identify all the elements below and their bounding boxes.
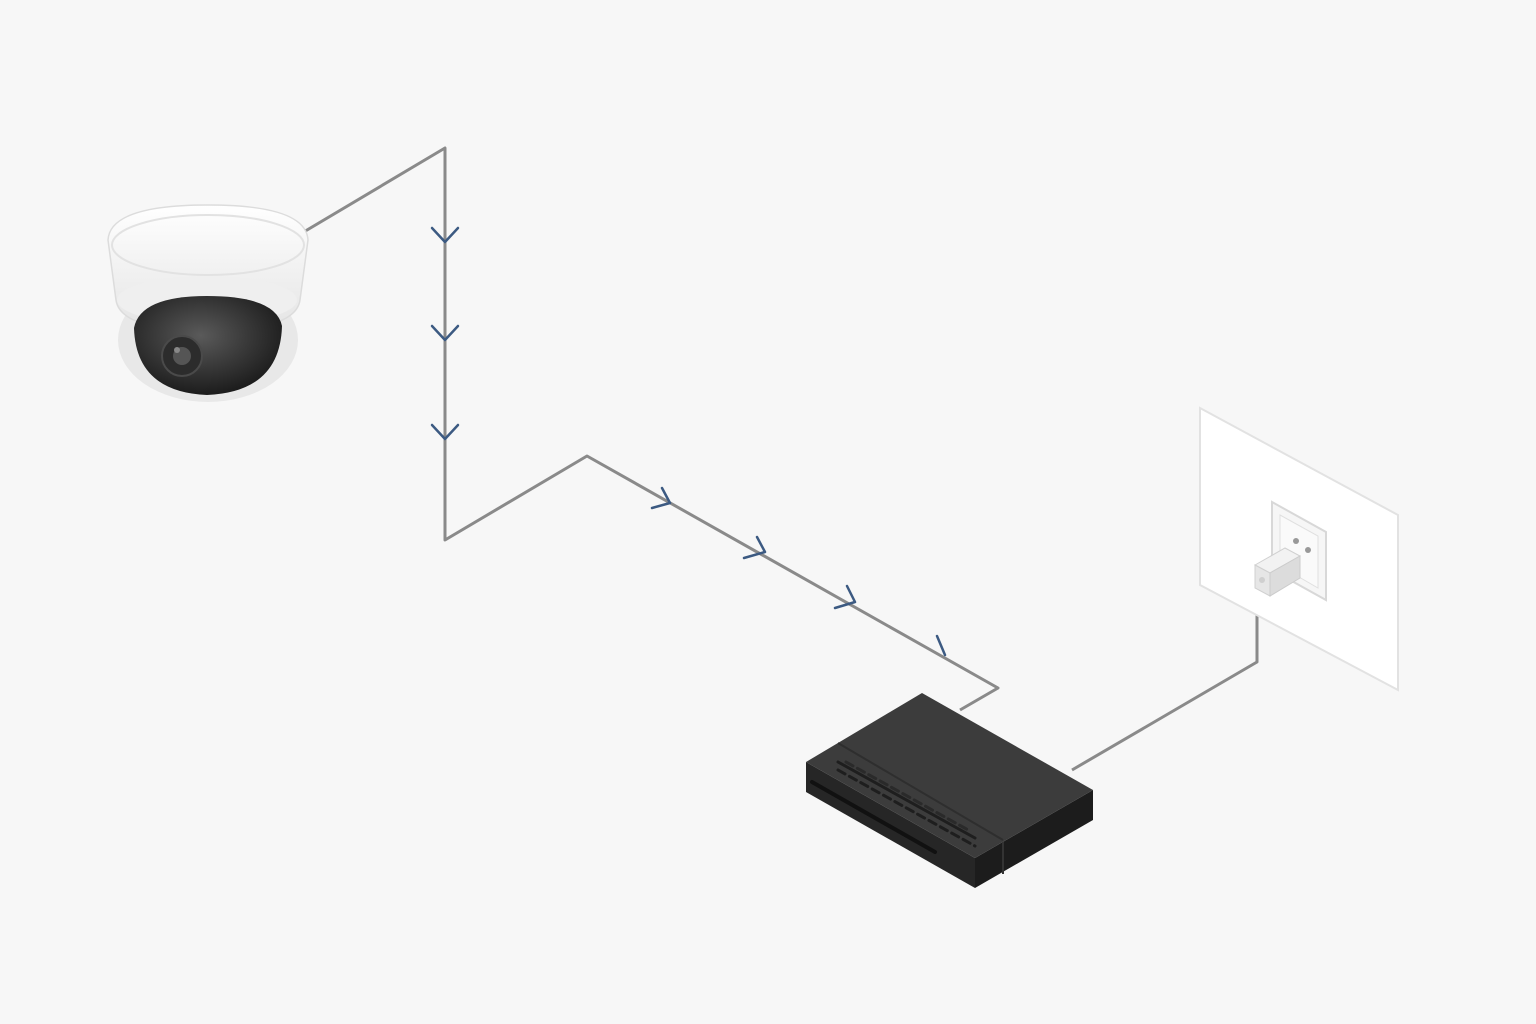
flow-arrows	[430, 226, 947, 657]
dome-camera-icon[interactable]	[107, 204, 309, 402]
vent-slots	[836, 760, 977, 848]
arrow-down-icon	[430, 324, 460, 342]
wall-outlet-icon[interactable]	[1199, 406, 1399, 692]
data-cable	[301, 146, 1000, 712]
arrow-down-icon	[430, 423, 460, 441]
arrow-diagonal-icon	[742, 535, 767, 560]
front-slot	[810, 780, 937, 854]
arrow-diagonal-icon	[650, 486, 672, 510]
plug-icon	[1253, 547, 1302, 597]
arrow-diagonal-icon	[935, 634, 947, 657]
network-video-recorder-icon[interactable]	[806, 693, 1093, 888]
power-cable	[1071, 585, 1259, 772]
arrow-diagonal-icon	[833, 584, 857, 610]
arrow-down-icon	[430, 226, 460, 244]
